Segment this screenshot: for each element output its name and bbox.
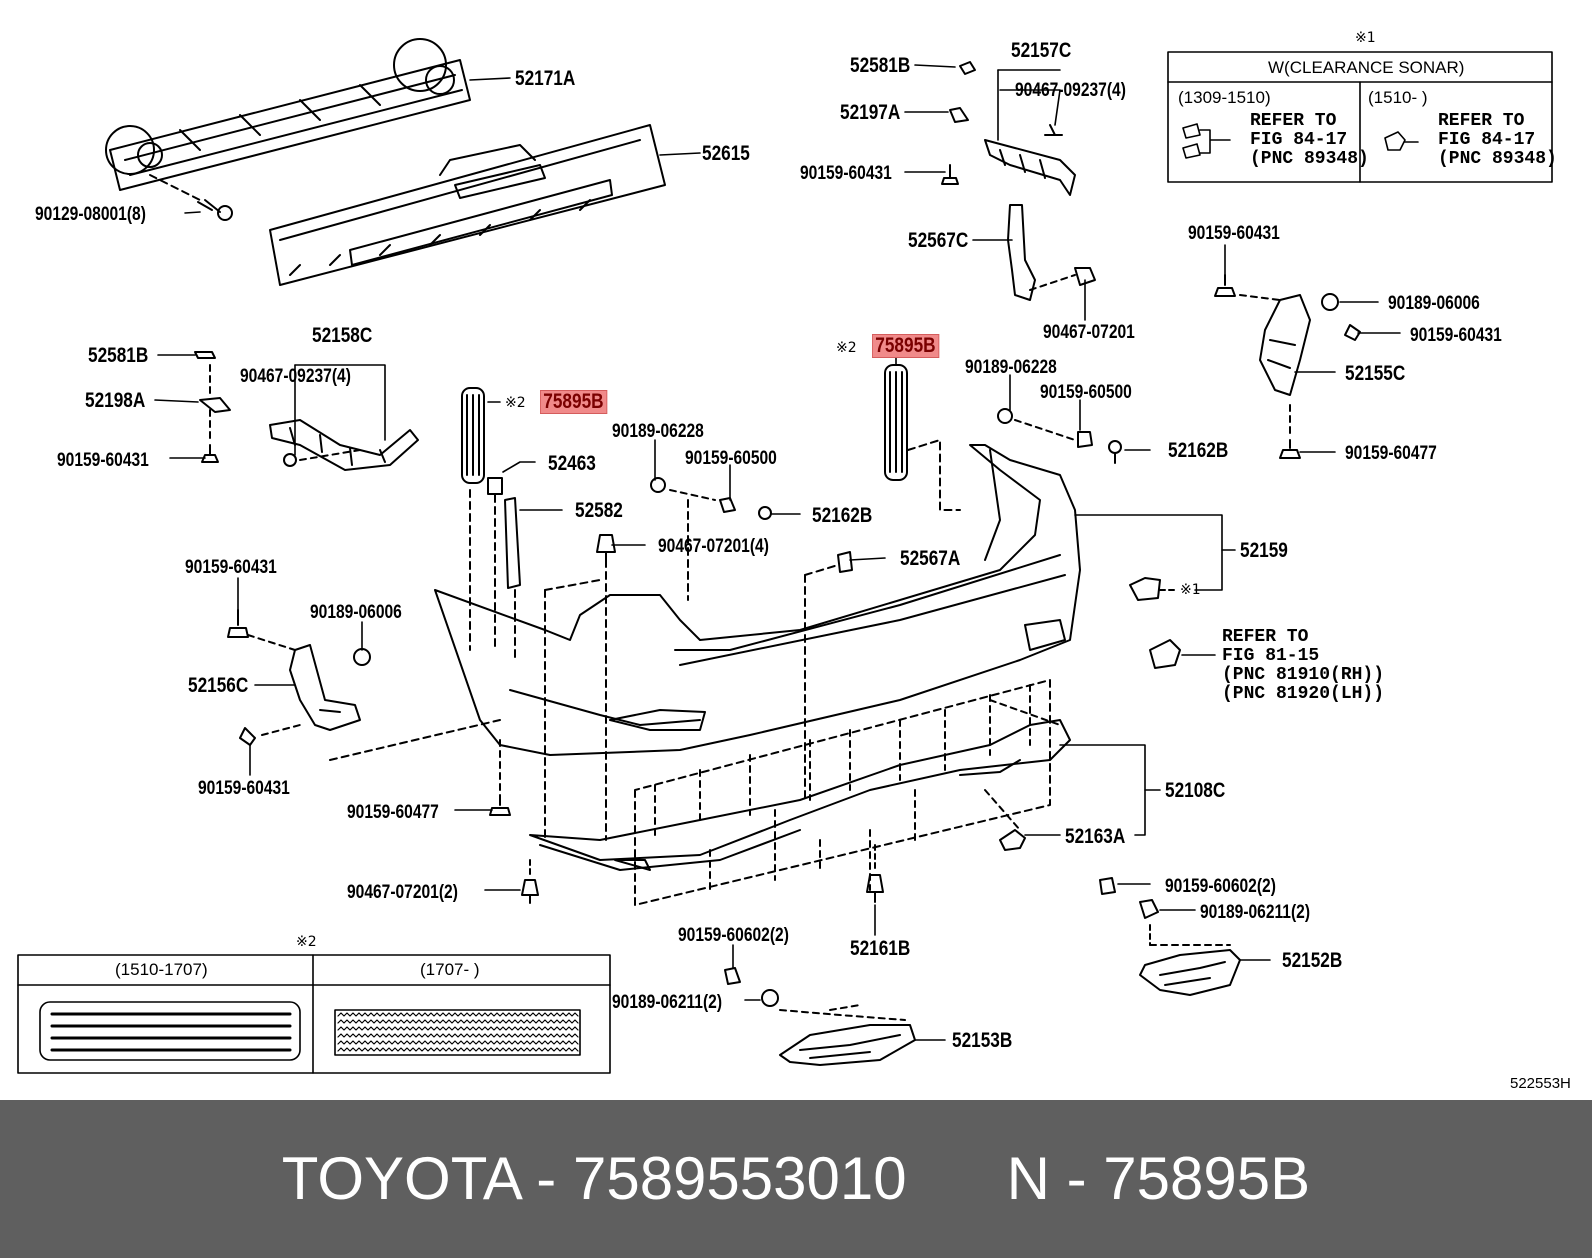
label-52161B: 52161B	[850, 937, 911, 960]
label-90129-08001: 90129-08001(8)	[35, 204, 146, 225]
exhaust-finisher-52153B	[779, 1024, 916, 1066]
mesh-row	[337, 1033, 579, 1038]
exhaust-finisher-52152B	[1139, 949, 1241, 996]
footer-bar: TOYOTA - 7589553010 N - 75895B	[0, 1100, 1592, 1258]
label-90189-06006-left: 90189-06006	[310, 602, 402, 623]
reflector-75895B-right	[884, 364, 908, 481]
label-90159-60500-left: 90159-60500	[685, 448, 777, 469]
label-90159-60431-right-top: 90159-60431	[1188, 223, 1280, 244]
variant-table-frame	[17, 954, 611, 1074]
label-52198A: 52198A	[85, 389, 146, 412]
label-90467-07201-top: 90467-07201	[1043, 322, 1135, 343]
diagram-artwork	[17, 38, 1553, 1074]
mesh-row	[337, 1019, 579, 1024]
bolt-90129-08001	[197, 199, 233, 221]
label-52581B-left: 52581B	[88, 344, 149, 367]
reflector-75895B-left	[461, 387, 485, 484]
label-90189-06228-left: 90189-06228	[612, 421, 704, 442]
mesh-row	[337, 1012, 579, 1017]
refer-line2: FIG 81-15	[1222, 646, 1320, 666]
note-mark2-table: ※2	[296, 934, 317, 950]
parts-diagram: 52171A 52615 90129-08001(8) 52581B 52157…	[17, 30, 1571, 1092]
label-90159-60431-left-mid: 90159-60431	[185, 557, 277, 578]
sonar-table-left-header: (1309-1510)	[1178, 88, 1271, 107]
refer-line4: (PNC 81920(LH))	[1222, 684, 1385, 704]
sonar-left-ref-3: (PNC 89348)	[1250, 149, 1369, 169]
bumper-cover-52159	[434, 444, 1081, 756]
sonar-left-ref-1: REFER TO	[1250, 111, 1337, 131]
sonar-table-frame	[1167, 51, 1553, 183]
label-52159: 52159	[1240, 539, 1288, 562]
variant-table-left-header: (1510-1707)	[115, 960, 208, 979]
label-75895B-left: 75895B	[540, 390, 607, 414]
label-90159-60431-right-mid: 90159-60431	[1410, 325, 1502, 346]
label-90159-60477-left: 90159-60477	[347, 802, 439, 823]
label-52108C: 52108C	[1165, 779, 1226, 802]
label-90159-60602-left: 90159-60602(2)	[678, 925, 789, 946]
label-90159-60431-left: 90159-60431	[57, 450, 149, 471]
label-52163A: 52163A	[1065, 825, 1126, 848]
note-mark1-bumper: ※1	[1180, 582, 1201, 598]
retainer-52157C	[984, 139, 1076, 196]
label-90189-06228-right: 90189-06228	[965, 357, 1057, 378]
label-90189-06211-right: 90189-06211(2)	[1200, 902, 1311, 923]
sonar-table-right-header: (1510- )	[1368, 88, 1428, 107]
label-52152B: 52152B	[1282, 949, 1343, 972]
label-90159-60500-right: 90159-60500	[1040, 382, 1132, 403]
sonar-right-ref-2: FIG 84-17	[1438, 130, 1536, 150]
label-52158C: 52158C	[312, 324, 373, 347]
label-90159-60602-right: 90159-60602(2)	[1165, 876, 1276, 897]
mesh-row	[337, 1026, 579, 1031]
energy-absorber-52615	[269, 124, 666, 286]
label-52157C: 52157C	[1011, 39, 1072, 62]
label-52156C: 52156C	[188, 674, 249, 697]
label-75895B-right: 75895B	[872, 334, 939, 358]
label-90467-07201-low: 90467-07201(2)	[347, 882, 458, 903]
label-52162B-right: 52162B	[1168, 439, 1229, 462]
label-52615: 52615	[702, 142, 750, 165]
label-52567A: 52567A	[900, 547, 961, 570]
sonar-right-ref-1: REFER TO	[1438, 111, 1525, 131]
label-90467-07201-mid: 90467-07201(4)	[658, 536, 769, 557]
mesh-row	[337, 1040, 579, 1045]
label-90467-09237-left: 90467-09237(4)	[240, 366, 351, 387]
label-52582: 52582	[575, 499, 623, 522]
refer-line3: (PNC 81910(RH))	[1222, 665, 1385, 685]
label-52581B-top: 52581B	[850, 54, 911, 77]
sonar-table-title: W(CLEARANCE SONAR)	[1268, 58, 1465, 77]
label-52171A: 52171A	[515, 67, 576, 90]
retainer-52158C	[269, 419, 419, 471]
sonar-left-ref-2: FIG 84-17	[1250, 130, 1348, 150]
label-90159-60431-left-low: 90159-60431	[198, 778, 290, 799]
note-mark2-left: ※2	[505, 395, 526, 411]
label-52567C: 52567C	[908, 229, 969, 252]
label-90159-60477-right: 90159-60477	[1345, 443, 1437, 464]
label-52155C: 52155C	[1345, 362, 1406, 385]
label-52463: 52463	[548, 452, 596, 475]
reinforcement-bar-52171A	[105, 38, 471, 191]
illustration-code: 522553H	[1510, 1075, 1571, 1092]
label-90467-09237-right: 90467-09237(4)	[1015, 80, 1126, 101]
mesh-pattern	[337, 1012, 579, 1052]
label-52153B: 52153B	[952, 1029, 1013, 1052]
label-52162B-left: 52162B	[812, 504, 873, 527]
label-90189-06211-left: 90189-06211(2)	[612, 992, 723, 1013]
bracket-52155C	[1259, 294, 1311, 396]
note-mark2-right: ※2	[836, 340, 857, 356]
footer-part-number: TOYOTA - 7589553010 N - 75895B	[281, 1145, 1311, 1212]
sonar-right-ref-3: (PNC 89348)	[1438, 149, 1557, 169]
bracket-52156C	[289, 644, 361, 731]
label-90189-06006-right: 90189-06006	[1388, 293, 1480, 314]
mesh-row	[337, 1047, 579, 1052]
note-mark1-table: ※1	[1355, 30, 1376, 46]
bracket-52567C	[1007, 204, 1036, 301]
label-52197A: 52197A	[840, 101, 901, 124]
refer-line1: REFER TO	[1222, 627, 1309, 647]
label-90159-60431-top: 90159-60431	[800, 163, 892, 184]
variant-table-right-header: (1707- )	[420, 960, 480, 979]
